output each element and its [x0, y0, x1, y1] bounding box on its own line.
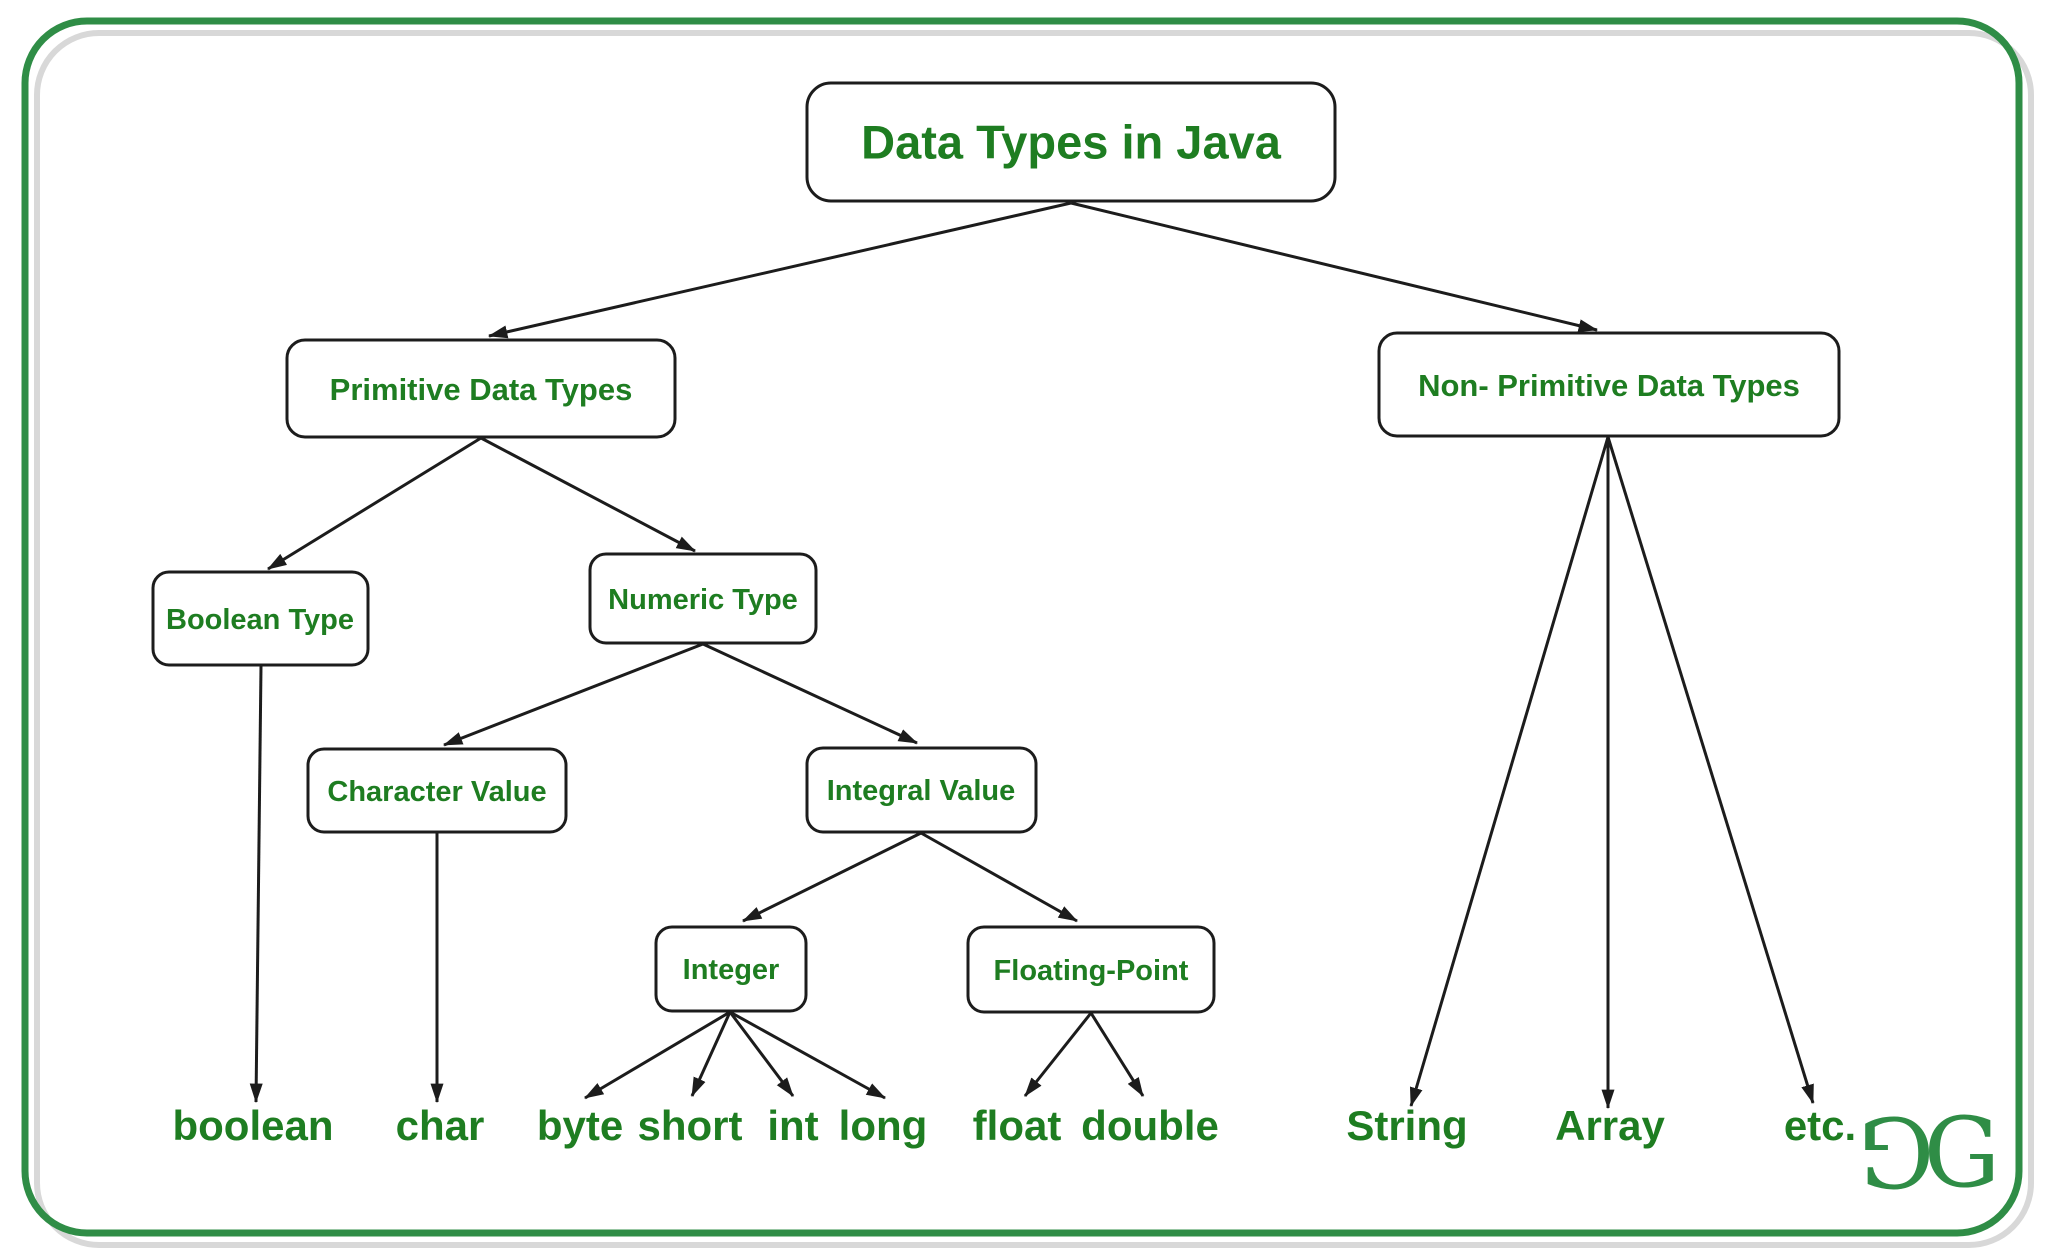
node-boolean-type: Boolean Type: [151, 570, 370, 667]
node-integral-value: Integral Value: [805, 746, 1038, 834]
edge-non-primitive-to-string: [1409, 436, 1610, 1108]
leaf-byte: byte: [537, 1102, 623, 1149]
geeksforgeeks-logo: G G: [1858, 1095, 2001, 1209]
node-integer-label: Integer: [683, 954, 780, 986]
edge-numeric-to-character-value: [442, 642, 704, 747]
node-character-value: Character Value: [306, 747, 568, 834]
node-character-value-box: [306, 747, 568, 834]
leaf-double: double: [1081, 1102, 1219, 1149]
edge-primitive-to-numeric-type: [480, 436, 696, 553]
node-root-box: [805, 81, 1337, 203]
edge-integer-to-long: [729, 1010, 886, 1100]
logo-mirrored-g: G: [1858, 1095, 1935, 1207]
edge-root-to-non-primitive: [1070, 201, 1599, 332]
node-non-primitive-data-types: Non- Primitive Data Types: [1377, 331, 1841, 438]
leaf-labels: boolean char byte short int long float d…: [172, 1102, 1856, 1149]
node-floating-point-label: Floating-Point: [994, 955, 1189, 987]
edge-integer-to-byte: [584, 1010, 731, 1100]
logo-g: G: [1924, 1097, 2001, 1209]
node-non-primitive-label: Non- Primitive Data Types: [1418, 368, 1800, 403]
leaf-float: float: [973, 1102, 1062, 1149]
node-boolean-type-box: [151, 570, 370, 667]
edge-root-to-primitive: [487, 201, 1072, 339]
node-primitive-label: Primitive Data Types: [330, 372, 633, 407]
node-integer: Integer: [654, 925, 808, 1013]
node-numeric-type-label: Numeric Type: [608, 584, 798, 616]
leaf-string: String: [1346, 1102, 1467, 1149]
leaf-array: Array: [1555, 1102, 1665, 1149]
edge-integer-to-short: [690, 1011, 732, 1097]
edge-integral-to-integer: [742, 831, 922, 923]
leaf-boolean: boolean: [172, 1102, 333, 1149]
node-root-label: Data Types in Java: [861, 115, 1282, 168]
connector-arrows: [249, 201, 1815, 1110]
leaf-short: short: [638, 1102, 743, 1149]
node-integral-value-box: [805, 746, 1038, 834]
edge-integral-to-floating-point: [920, 831, 1078, 923]
node-root: Data Types in Java: [805, 81, 1337, 203]
leaf-char: char: [396, 1102, 485, 1149]
node-numeric-type: Numeric Type: [588, 552, 818, 645]
node-character-value-label: Character Value: [327, 776, 546, 808]
edge-boolean-type-to-boolean: [249, 665, 263, 1104]
node-primitive-data-types: Primitive Data Types: [285, 338, 677, 439]
edge-floating-to-double: [1089, 1012, 1145, 1097]
node-integer-box: [654, 925, 808, 1013]
edge-floating-to-float: [1023, 1012, 1093, 1097]
node-numeric-type-box: [588, 552, 818, 645]
node-primitive-box: [285, 338, 677, 439]
frame-green-border: [21, 17, 2023, 1237]
node-floating-point-box: [966, 925, 1216, 1014]
edge-numeric-to-integral-value: [702, 642, 918, 745]
edge-integer-to-int: [728, 1011, 795, 1097]
node-boolean-type-label: Boolean Type: [166, 604, 354, 636]
frame-shadow-line: [34, 30, 2034, 1248]
edge-non-primitive-to-etc: [1606, 436, 1815, 1105]
leaf-int: int: [767, 1102, 818, 1149]
edge-primitive-to-boolean-type: [267, 436, 482, 571]
node-integral-value-label: Integral Value: [827, 775, 1016, 807]
node-floating-point: Floating-Point: [966, 925, 1216, 1014]
leaf-etc: etc.: [1784, 1102, 1856, 1149]
node-non-primitive-box: [1377, 331, 1841, 438]
leaf-long: long: [839, 1102, 928, 1149]
